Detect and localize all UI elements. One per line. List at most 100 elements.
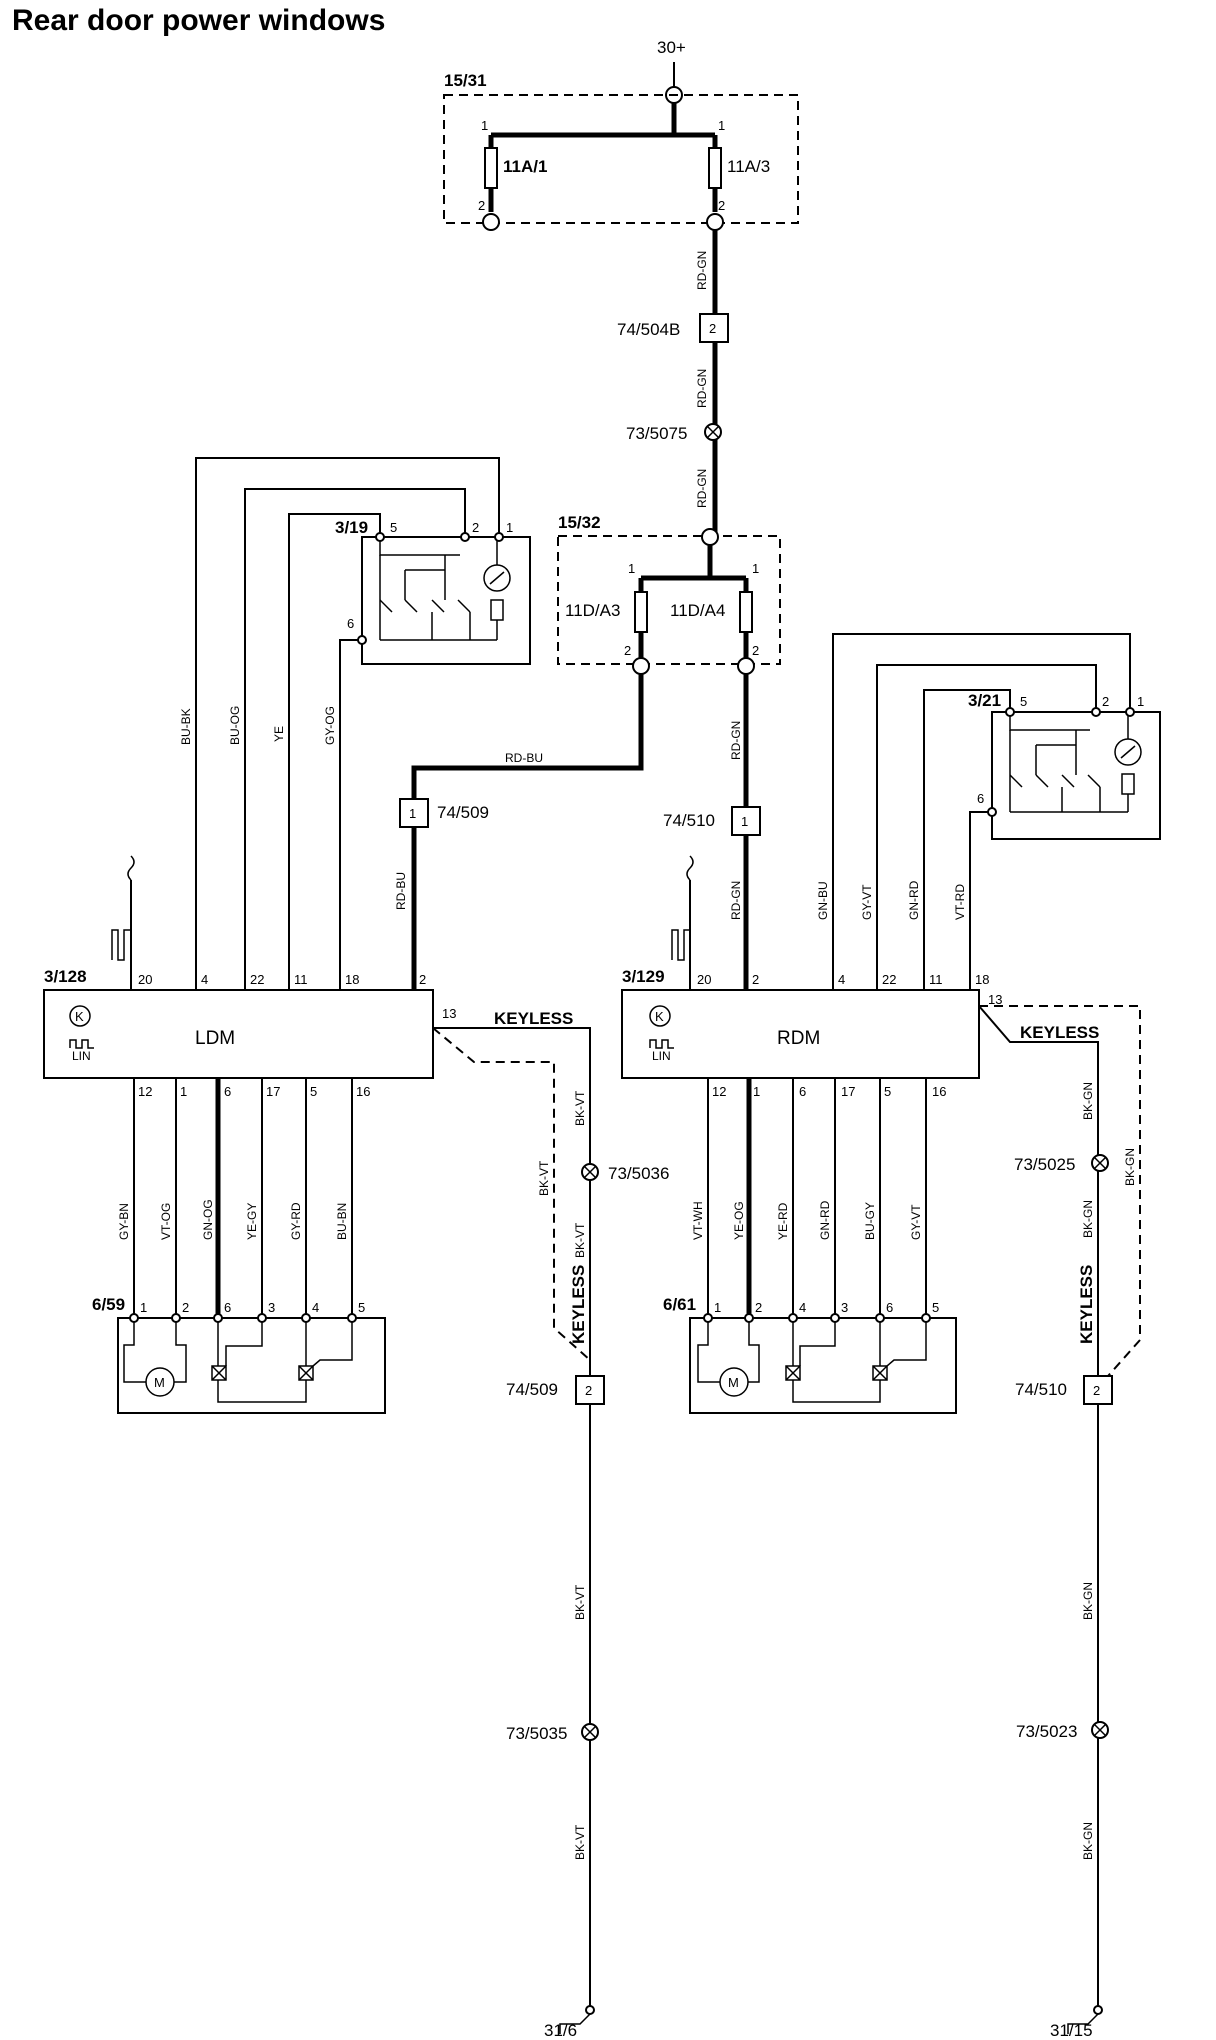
svg-text:BK-GN: BK-GN: [1081, 1822, 1095, 1860]
svg-text:RD-BU: RD-BU: [505, 751, 543, 765]
svg-text:2: 2: [1102, 694, 1109, 709]
svg-text:GY-VT: GY-VT: [909, 1204, 923, 1240]
motor-right-label: 6/61: [663, 1295, 696, 1314]
svg-text:11: 11: [294, 972, 308, 987]
svg-text:6: 6: [799, 1084, 806, 1099]
svg-text:5: 5: [310, 1084, 317, 1099]
svg-text:BK-GN: BK-GN: [1081, 1582, 1095, 1620]
svg-text:5: 5: [390, 520, 397, 535]
feed-wire-rd-bu: RD-BU 1 74/509 RD-BU: [394, 674, 644, 990]
svg-text:K: K: [75, 1009, 84, 1024]
svg-text:1: 1: [753, 1084, 760, 1099]
connector-74-509-label: 74/509: [437, 803, 489, 822]
window-motor-6-59: 6/59 1 2 6 3 4 5 M: [92, 1295, 386, 1414]
svg-text:BU-GY: BU-GY: [863, 1202, 877, 1240]
svg-text:GY-BN: GY-BN: [117, 1203, 131, 1240]
fuse-11a-1: [484, 147, 498, 189]
svg-text:2: 2: [585, 1383, 592, 1398]
splice-73-5025-label: 73/5025: [1014, 1155, 1075, 1174]
svg-text:GN-RD: GN-RD: [907, 880, 921, 920]
switch-left-label: 3/19: [335, 518, 368, 537]
fuse-11d-a4-label: 11D/A4: [670, 601, 725, 620]
switch-right-label: 3/21: [968, 691, 1001, 710]
svg-text:5: 5: [358, 1300, 365, 1315]
svg-text:GY-VT: GY-VT: [860, 884, 874, 920]
svg-text:BK-GN: BK-GN: [1081, 1200, 1095, 1238]
svg-text:BK-VT: BK-VT: [573, 1584, 587, 1620]
splice-73-5075-label: 73/5075: [626, 424, 687, 443]
svg-text:17: 17: [841, 1084, 855, 1099]
supply-label: 30+: [657, 38, 686, 57]
svg-text:2: 2: [182, 1300, 189, 1315]
svg-text:RD-BU: RD-BU: [394, 872, 408, 910]
svg-text:2: 2: [624, 643, 631, 658]
svg-text:RD-GN: RD-GN: [729, 721, 743, 760]
svg-text:K: K: [655, 1009, 664, 1024]
svg-text:17: 17: [266, 1084, 280, 1099]
keyless-vertical-ldm: KEYLESS: [569, 1265, 588, 1344]
fuse-box-2-label: 15/32: [558, 513, 601, 532]
svg-text:BK-VT: BK-VT: [573, 1824, 587, 1860]
page-title: Rear door power windows: [12, 4, 385, 37]
ldm-label: 3/128: [44, 967, 87, 986]
connector-74-510-label: 74/510: [663, 811, 715, 830]
svg-text:RD-GN: RD-GN: [729, 881, 743, 920]
fuse-11a-3: [708, 147, 722, 189]
svg-text:BK-VT: BK-VT: [537, 1160, 551, 1196]
svg-text:2: 2: [752, 972, 759, 987]
svg-text:VT-WH: VT-WH: [691, 1201, 705, 1240]
svg-text:VT-RD: VT-RD: [953, 884, 967, 920]
fuse-box-1-label: 15/31: [444, 71, 487, 90]
connector-74-510-b-label: 74/510: [1015, 1380, 1067, 1399]
svg-text:2: 2: [752, 643, 759, 658]
svg-text:1: 1: [140, 1300, 147, 1315]
svg-text:BK-VT: BK-VT: [573, 1090, 587, 1126]
connector-74-504b-label: 74/504B: [617, 320, 680, 339]
svg-text:1: 1: [752, 561, 759, 576]
svg-text:BK-GN: BK-GN: [1123, 1148, 1137, 1186]
svg-text:4: 4: [799, 1300, 806, 1315]
svg-text:2: 2: [755, 1300, 762, 1315]
svg-text:BU-BN: BU-BN: [335, 1203, 349, 1240]
ground-31-15: 31/15: [1050, 2021, 1093, 2040]
svg-text:16: 16: [932, 1084, 946, 1099]
svg-text:1: 1: [506, 520, 513, 535]
svg-text:VT-OG: VT-OG: [159, 1203, 173, 1240]
svg-text:3: 3: [268, 1300, 275, 1315]
svg-text:6: 6: [886, 1300, 893, 1315]
svg-text:6: 6: [224, 1300, 231, 1315]
svg-text:YE-OG: YE-OG: [732, 1201, 746, 1240]
svg-text:1: 1: [409, 806, 416, 821]
fuse-box-15-31: 30+ 15/31 1 1 2 2 11A/1 11A/3: [443, 38, 799, 231]
svg-text:RD-GN: RD-GN: [695, 251, 709, 290]
svg-text:12: 12: [712, 1084, 726, 1099]
svg-text:5: 5: [932, 1300, 939, 1315]
svg-text:6: 6: [977, 791, 984, 806]
svg-text:13: 13: [988, 992, 1002, 1007]
svg-text:11: 11: [929, 972, 943, 987]
svg-text:22: 22: [250, 972, 264, 987]
svg-text:20: 20: [697, 972, 711, 987]
svg-text:12: 12: [138, 1084, 152, 1099]
fuse-11d-a3-label: 11D/A3: [565, 601, 620, 620]
ground-31-6: 31/6: [544, 2021, 577, 2040]
svg-text:1: 1: [718, 118, 725, 133]
svg-text:GN-RD: GN-RD: [818, 1200, 832, 1240]
svg-text:22: 22: [882, 972, 896, 987]
svg-text:BK-VT: BK-VT: [573, 1222, 587, 1258]
svg-text:2: 2: [709, 321, 716, 336]
svg-text:2: 2: [419, 972, 426, 987]
window-switch-3-21: 3/21 5 2 1 6: [968, 691, 1161, 840]
svg-text:GN-OG: GN-OG: [201, 1199, 215, 1240]
svg-text:LIN: LIN: [72, 1049, 91, 1063]
window-motor-6-61: 6/61 1 2 4 3 6 5 M: [663, 1295, 957, 1414]
svg-text:4: 4: [312, 1300, 319, 1315]
svg-text:5: 5: [1020, 694, 1027, 709]
svg-text:1: 1: [714, 1300, 721, 1315]
svg-text:2: 2: [478, 198, 485, 213]
svg-text:20: 20: [138, 972, 152, 987]
fuse-box-15-32: 15/32 1 1 2 2 11D/A3 11D/A4: [557, 513, 781, 675]
svg-text:1: 1: [628, 561, 635, 576]
fuse-11a-1-label: 11A/1: [503, 157, 547, 176]
